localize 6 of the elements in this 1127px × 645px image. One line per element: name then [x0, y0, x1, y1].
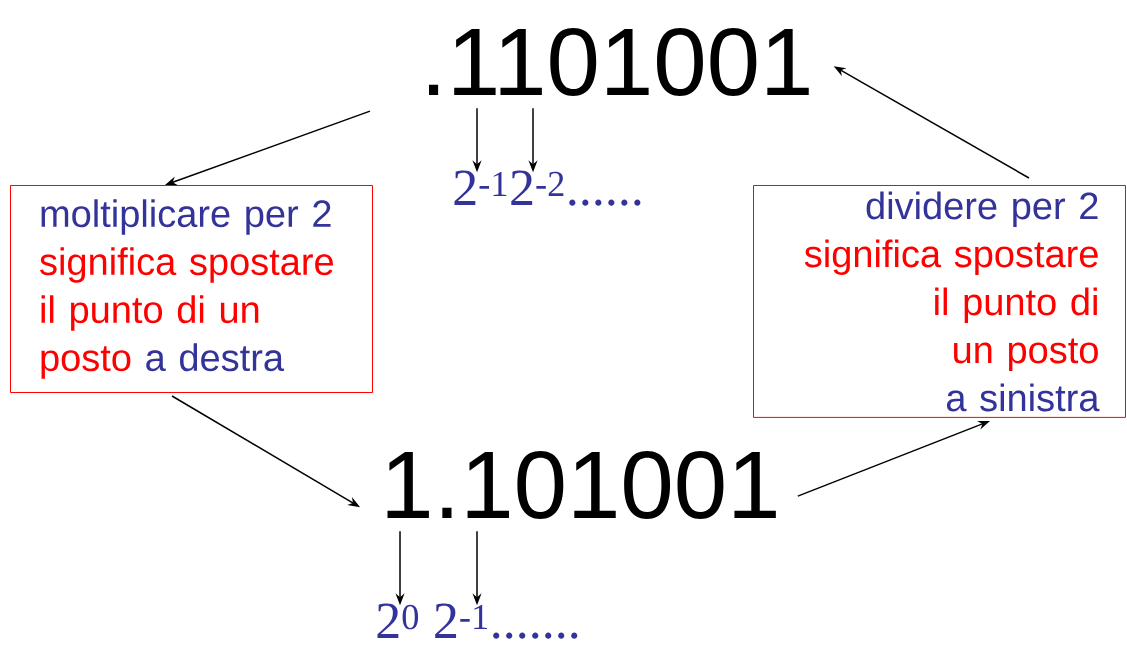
text-box: dividere per 2 significa spostare il punto di un posto a sinistra	[753, 185, 1126, 418]
binary-number: .1101001	[429, 27, 809, 96]
powers-label: 2$^{-1}$2$^{-2}$......	[454, 170, 641, 206]
binary-number: 1.101001	[387, 450, 776, 519]
powers-label: 2$^{0}$ 2$^{-1}$.......	[377, 603, 578, 639]
text-box: moltiplicare per 2 significa spostare il punto di un posto a destra	[10, 185, 373, 393]
